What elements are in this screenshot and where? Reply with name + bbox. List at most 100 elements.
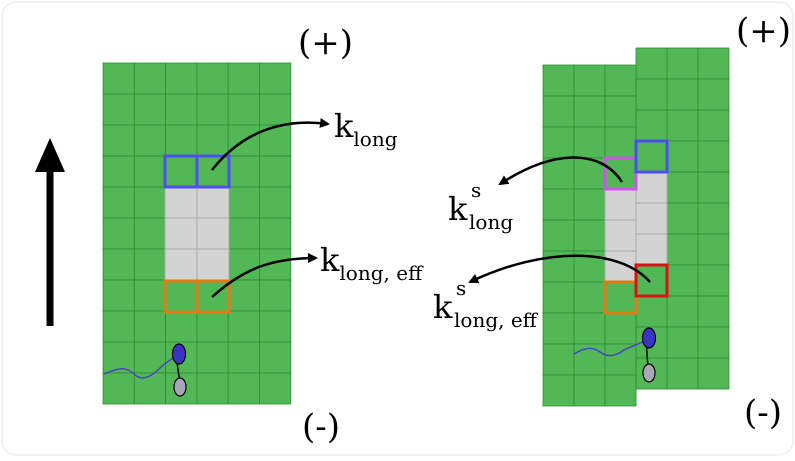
left-tubulin-cell	[227, 372, 260, 405]
left-tubulin-cell	[133, 279, 167, 312]
right-back-tubulin-cell	[697, 233, 730, 266]
left-tubulin-cell	[165, 155, 198, 188]
left-tubulin-cell	[227, 155, 260, 188]
right-front-tubulin-cell	[573, 95, 606, 128]
right-back-tubulin-cell	[697, 78, 730, 111]
left-tubulin-cell	[102, 93, 135, 126]
right-back-tubulin-cell	[666, 202, 699, 235]
right-back-tubulin-cell	[635, 78, 668, 111]
right-front-tubulin-cell	[604, 312, 637, 345]
right-back-tubulin-cell	[666, 264, 699, 297]
right-front-tubulin-cell	[542, 64, 575, 97]
right-back-tubulin-cell	[697, 202, 730, 235]
svg-text:long, eff: long, eff	[454, 308, 539, 332]
left-tubulin-cell	[133, 186, 167, 219]
svg-text:s: s	[471, 178, 481, 202]
left-tubulin-cell	[133, 62, 167, 95]
right-motor-tether	[573, 339, 647, 357]
left-tubulin-cell	[102, 372, 135, 405]
right-back-tubulin-cell	[666, 295, 699, 328]
right-back-tubulin-cell	[697, 171, 730, 204]
right-rate-long-eff-s-label: k s long, eff	[433, 276, 539, 332]
left-tubulin-cell	[227, 93, 260, 126]
right-front-tubulin-cell	[542, 312, 575, 345]
left-tubulin-cell	[102, 279, 135, 312]
left-tubulin-cell	[227, 310, 260, 343]
left-tubulin-cell	[102, 124, 135, 157]
left-tubulin-cell	[196, 155, 229, 188]
left-rate-long-arrow	[211, 118, 330, 171]
left-tubulin-cell	[102, 310, 135, 343]
right-front-tubulin-cell	[604, 95, 637, 128]
svg-text:long: long	[469, 210, 513, 234]
right-front-tubulin-cell	[604, 64, 637, 97]
left-tubulin-cell	[227, 341, 260, 374]
left-tubulin-cell	[133, 310, 167, 343]
left-minus-end-label: (-)	[302, 407, 340, 447]
right-back-tubulin-cell	[666, 326, 699, 359]
left-tubulin-cell	[196, 341, 229, 374]
right-front-tubulin-cell	[542, 188, 575, 221]
right-front-tubulin-cell	[542, 374, 575, 407]
left-tubulin-cell	[196, 372, 229, 405]
right-front-tubulin-cell	[573, 374, 606, 407]
right-rate-long-s-label: k s long	[448, 178, 513, 234]
right-front-tubulin-cell	[542, 281, 575, 314]
left-tubulin-cell	[196, 93, 229, 126]
left-gap	[164, 186, 230, 282]
direction-arrow	[35, 138, 65, 326]
right-rate-long-s-arrow	[498, 156, 624, 186]
left-tubulin-cell	[259, 310, 292, 343]
right-motor-protein	[573, 327, 657, 383]
left-tubulin-cell	[259, 155, 292, 188]
right-front-tubulin-cell	[604, 343, 637, 376]
right-back-tubulin-cell	[635, 140, 668, 173]
left-rate-long-eff-label: klong, eff	[320, 241, 424, 285]
right-back-tubulin-cell	[635, 264, 668, 297]
right-back-tubulin-cell	[666, 357, 699, 390]
right-front-tubulin-cell	[573, 219, 606, 252]
left-tubulin-cell	[102, 248, 135, 281]
right-front-tubulin-cell	[542, 219, 575, 252]
right-front-tubulin-cell	[604, 374, 637, 407]
right-motor-head-blue	[641, 327, 657, 349]
left-tubulin-cell	[165, 310, 198, 343]
right-back-tubulin-cell	[666, 47, 699, 80]
left-tubulin-cell	[165, 93, 198, 126]
left-plus-end-label: (+)	[298, 23, 353, 63]
left-tubulin-cell	[196, 62, 229, 95]
left-tubulin-cell	[259, 93, 292, 126]
right-motor-head-gray	[642, 363, 656, 383]
right-front-tubulin-cell	[573, 312, 606, 345]
right-front-tubulin-cell	[573, 281, 606, 314]
left-tubulin-cell	[227, 62, 260, 95]
left-tubulin-cell	[133, 341, 167, 374]
left-tubulin-cell	[196, 124, 229, 157]
svg-text:k: k	[433, 288, 453, 326]
left-plus-end-dimer-outline	[163, 154, 231, 189]
right-minus-end-label: (-)	[744, 393, 782, 433]
left-tubulin-cell	[133, 248, 167, 281]
left-tubulin-cell	[227, 186, 260, 219]
right-front-tubulin-cell	[604, 126, 637, 159]
left-tubulin-cell	[102, 155, 135, 188]
right-front-tubulin-cell	[573, 64, 606, 97]
right-back-tubulin-cell	[697, 357, 730, 390]
left-tubulin-cell	[259, 372, 292, 405]
right-back-tubulin-cell	[635, 295, 668, 328]
left-tubulin-cell	[196, 310, 229, 343]
right-front-tubulin-cell	[542, 343, 575, 376]
svg-text:s: s	[456, 276, 466, 300]
left-tubulin-cell	[165, 62, 198, 95]
left-tubulin-cell	[259, 186, 292, 219]
left-motor-head-blue	[171, 343, 187, 365]
right-front-tubulin-cell	[542, 95, 575, 128]
left-tubulin-cell	[259, 341, 292, 374]
right-rate-long-eff-s-arrow	[468, 254, 651, 284]
right-front-tubulin-cell	[604, 157, 637, 190]
right-front-tubulin-cell	[542, 157, 575, 190]
right-front-tubulin-cell	[542, 126, 575, 159]
left-tubulin-cell	[227, 217, 260, 250]
left-tubulin-cell	[227, 279, 260, 312]
